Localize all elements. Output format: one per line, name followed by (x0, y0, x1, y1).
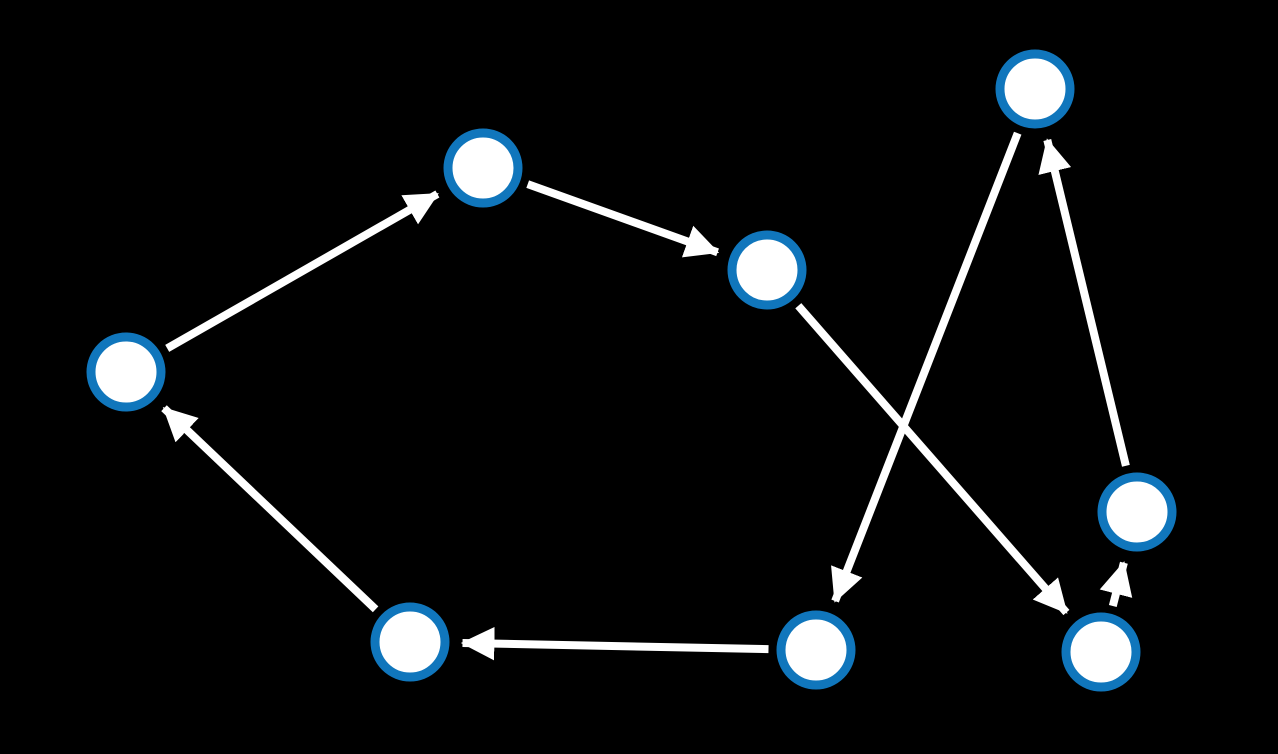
edges-layer (161, 131, 1133, 661)
graph-edge-top-right-to-bottom-middle (831, 131, 1022, 603)
graph-edge-bottom-middle-to-bottom-left (460, 626, 769, 661)
graph-node-left[interactable] (86, 332, 166, 412)
graph-edge-right-to-top-right (1038, 138, 1130, 467)
graph-edge-left-to-upper-middle (165, 190, 440, 352)
graph-edge-middle-to-bottom-right (795, 303, 1070, 616)
graph-node-top-right[interactable] (995, 49, 1075, 129)
graph-node-bottom-right[interactable] (1061, 612, 1141, 692)
graph-node-right[interactable] (1097, 472, 1177, 552)
graph-edge-bottom-left-to-left (161, 405, 379, 613)
nodes-layer (86, 49, 1177, 692)
graph-edge-bottom-right-to-right (1099, 561, 1133, 607)
graph-node-bottom-left[interactable] (370, 602, 450, 682)
graph-node-bottom-middle[interactable] (776, 610, 856, 690)
graph-edge-upper-middle-to-middle (526, 180, 720, 258)
graph-node-upper-middle[interactable] (443, 128, 523, 208)
graph-node-middle[interactable] (727, 230, 807, 310)
